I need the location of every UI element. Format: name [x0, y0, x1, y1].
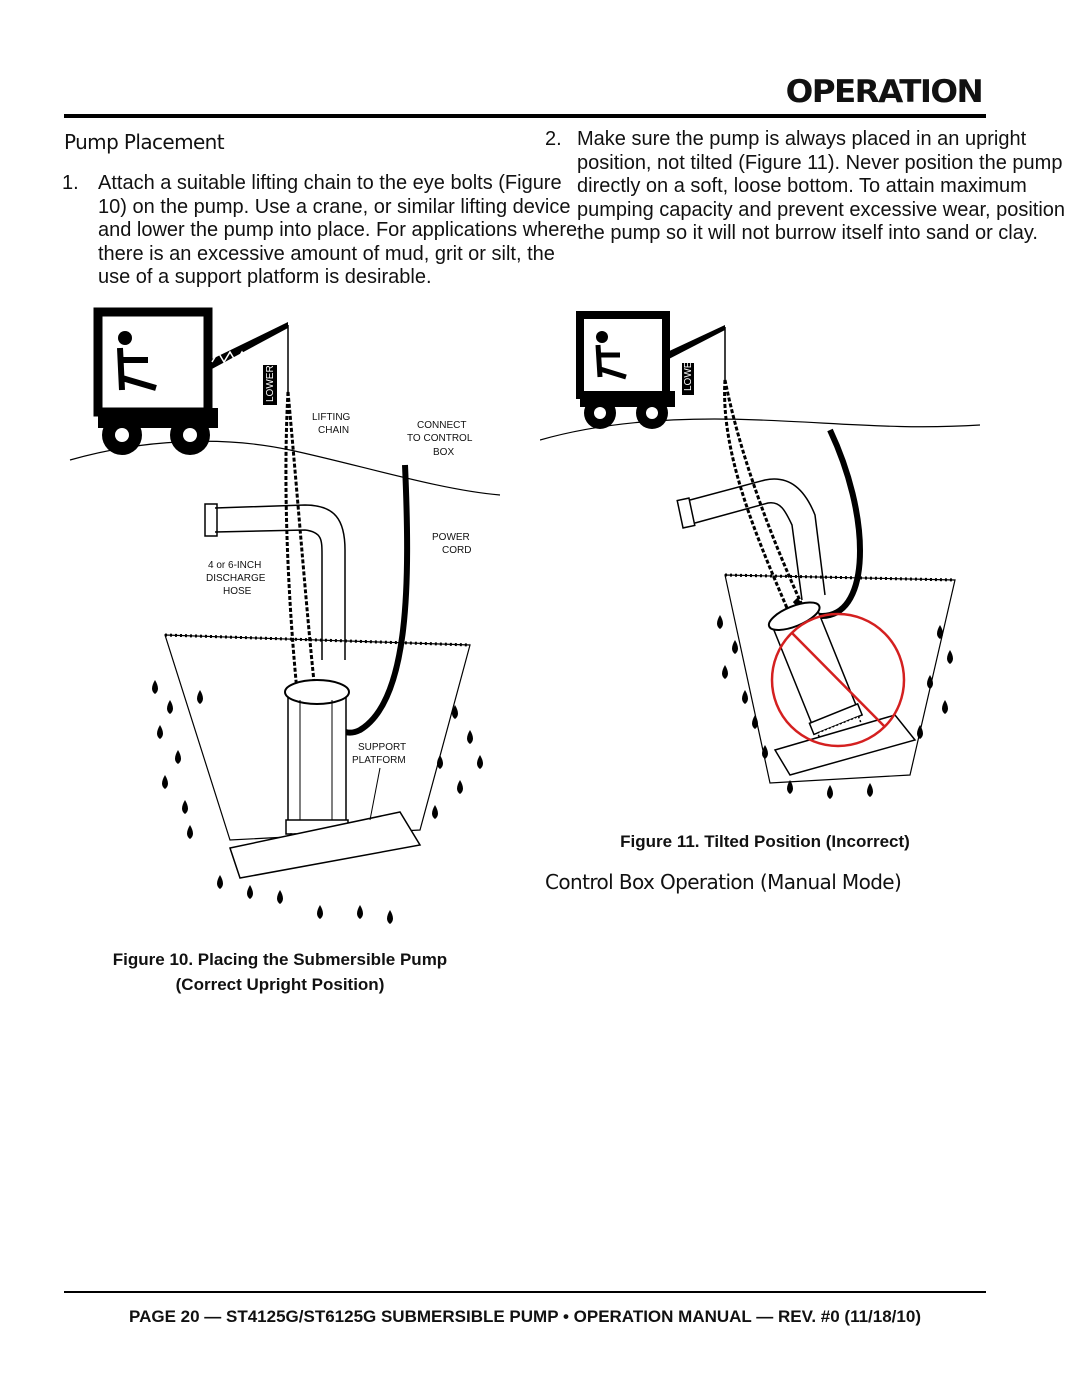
step-2-text: Make sure the pump is always placed in a… [577, 128, 1066, 244]
box-label: BOX [433, 447, 454, 458]
step-2-number: 2. [545, 128, 562, 150]
page-footer: PAGE 20 — ST4125G/ST6125G SUBMERSIBLE PU… [129, 1307, 921, 1326]
power-label: POWER [432, 532, 470, 543]
platform-label: PLATFORM [352, 755, 406, 766]
hose-label: HOSE [223, 586, 252, 597]
figure-11-caption: Figure 11. Tilted Position (Incorrect) [620, 832, 910, 851]
lower-pendant-icon [263, 365, 277, 405]
lifting-label: LIFTING [312, 412, 351, 423]
figure-11-illustration: LOWER [540, 311, 980, 799]
control-box-heading: Control Box Operation (Manual Mode) [545, 870, 902, 894]
step-1-number: 1. [62, 172, 79, 194]
figure-10-caption: Figure 10. Placing the Submersible Pump … [80, 947, 480, 997]
cord-label: CORD [442, 545, 471, 556]
step-2: 2. Make sure the pump is always placed i… [545, 128, 1080, 246]
header-rule [64, 114, 986, 118]
prohibited-icon [770, 612, 906, 748]
step-1: 1. Attach a suitable lifting chain to th… [62, 172, 590, 290]
step-1-text: Attach a suitable lifting chain to the e… [98, 172, 578, 288]
water-droplets [152, 680, 483, 924]
footer-rule [64, 1291, 986, 1293]
chain-label: CHAIN [318, 425, 349, 436]
lower-pendant-icon [682, 363, 694, 395]
water-droplets [717, 615, 953, 799]
discharge-label: DISCHARGE [206, 573, 266, 584]
crane-vehicle [576, 311, 726, 429]
support-label: SUPPORT [358, 742, 406, 753]
figure-10-caption-line-2: (Correct Upright Position) [175, 975, 385, 994]
lower-label: LOWER [683, 354, 694, 391]
lower-label: LOWER [265, 365, 276, 402]
section-title: OPERATION [785, 74, 983, 110]
pump-placement-heading: Pump Placement [64, 130, 225, 154]
connect-label: CONNECT [417, 420, 466, 431]
to-control-label: TO CONTROL [407, 433, 473, 444]
hose-size-label: 4 or 6-INCH [208, 560, 261, 571]
crane-vehicle [93, 307, 289, 455]
figure-10-caption-line-1: Figure 10. Placing the Submersible Pump [112, 950, 448, 969]
figure-10-illustration: LOWER LIFTING CHAIN CONNECT TO CONTROL B… [69, 307, 501, 924]
